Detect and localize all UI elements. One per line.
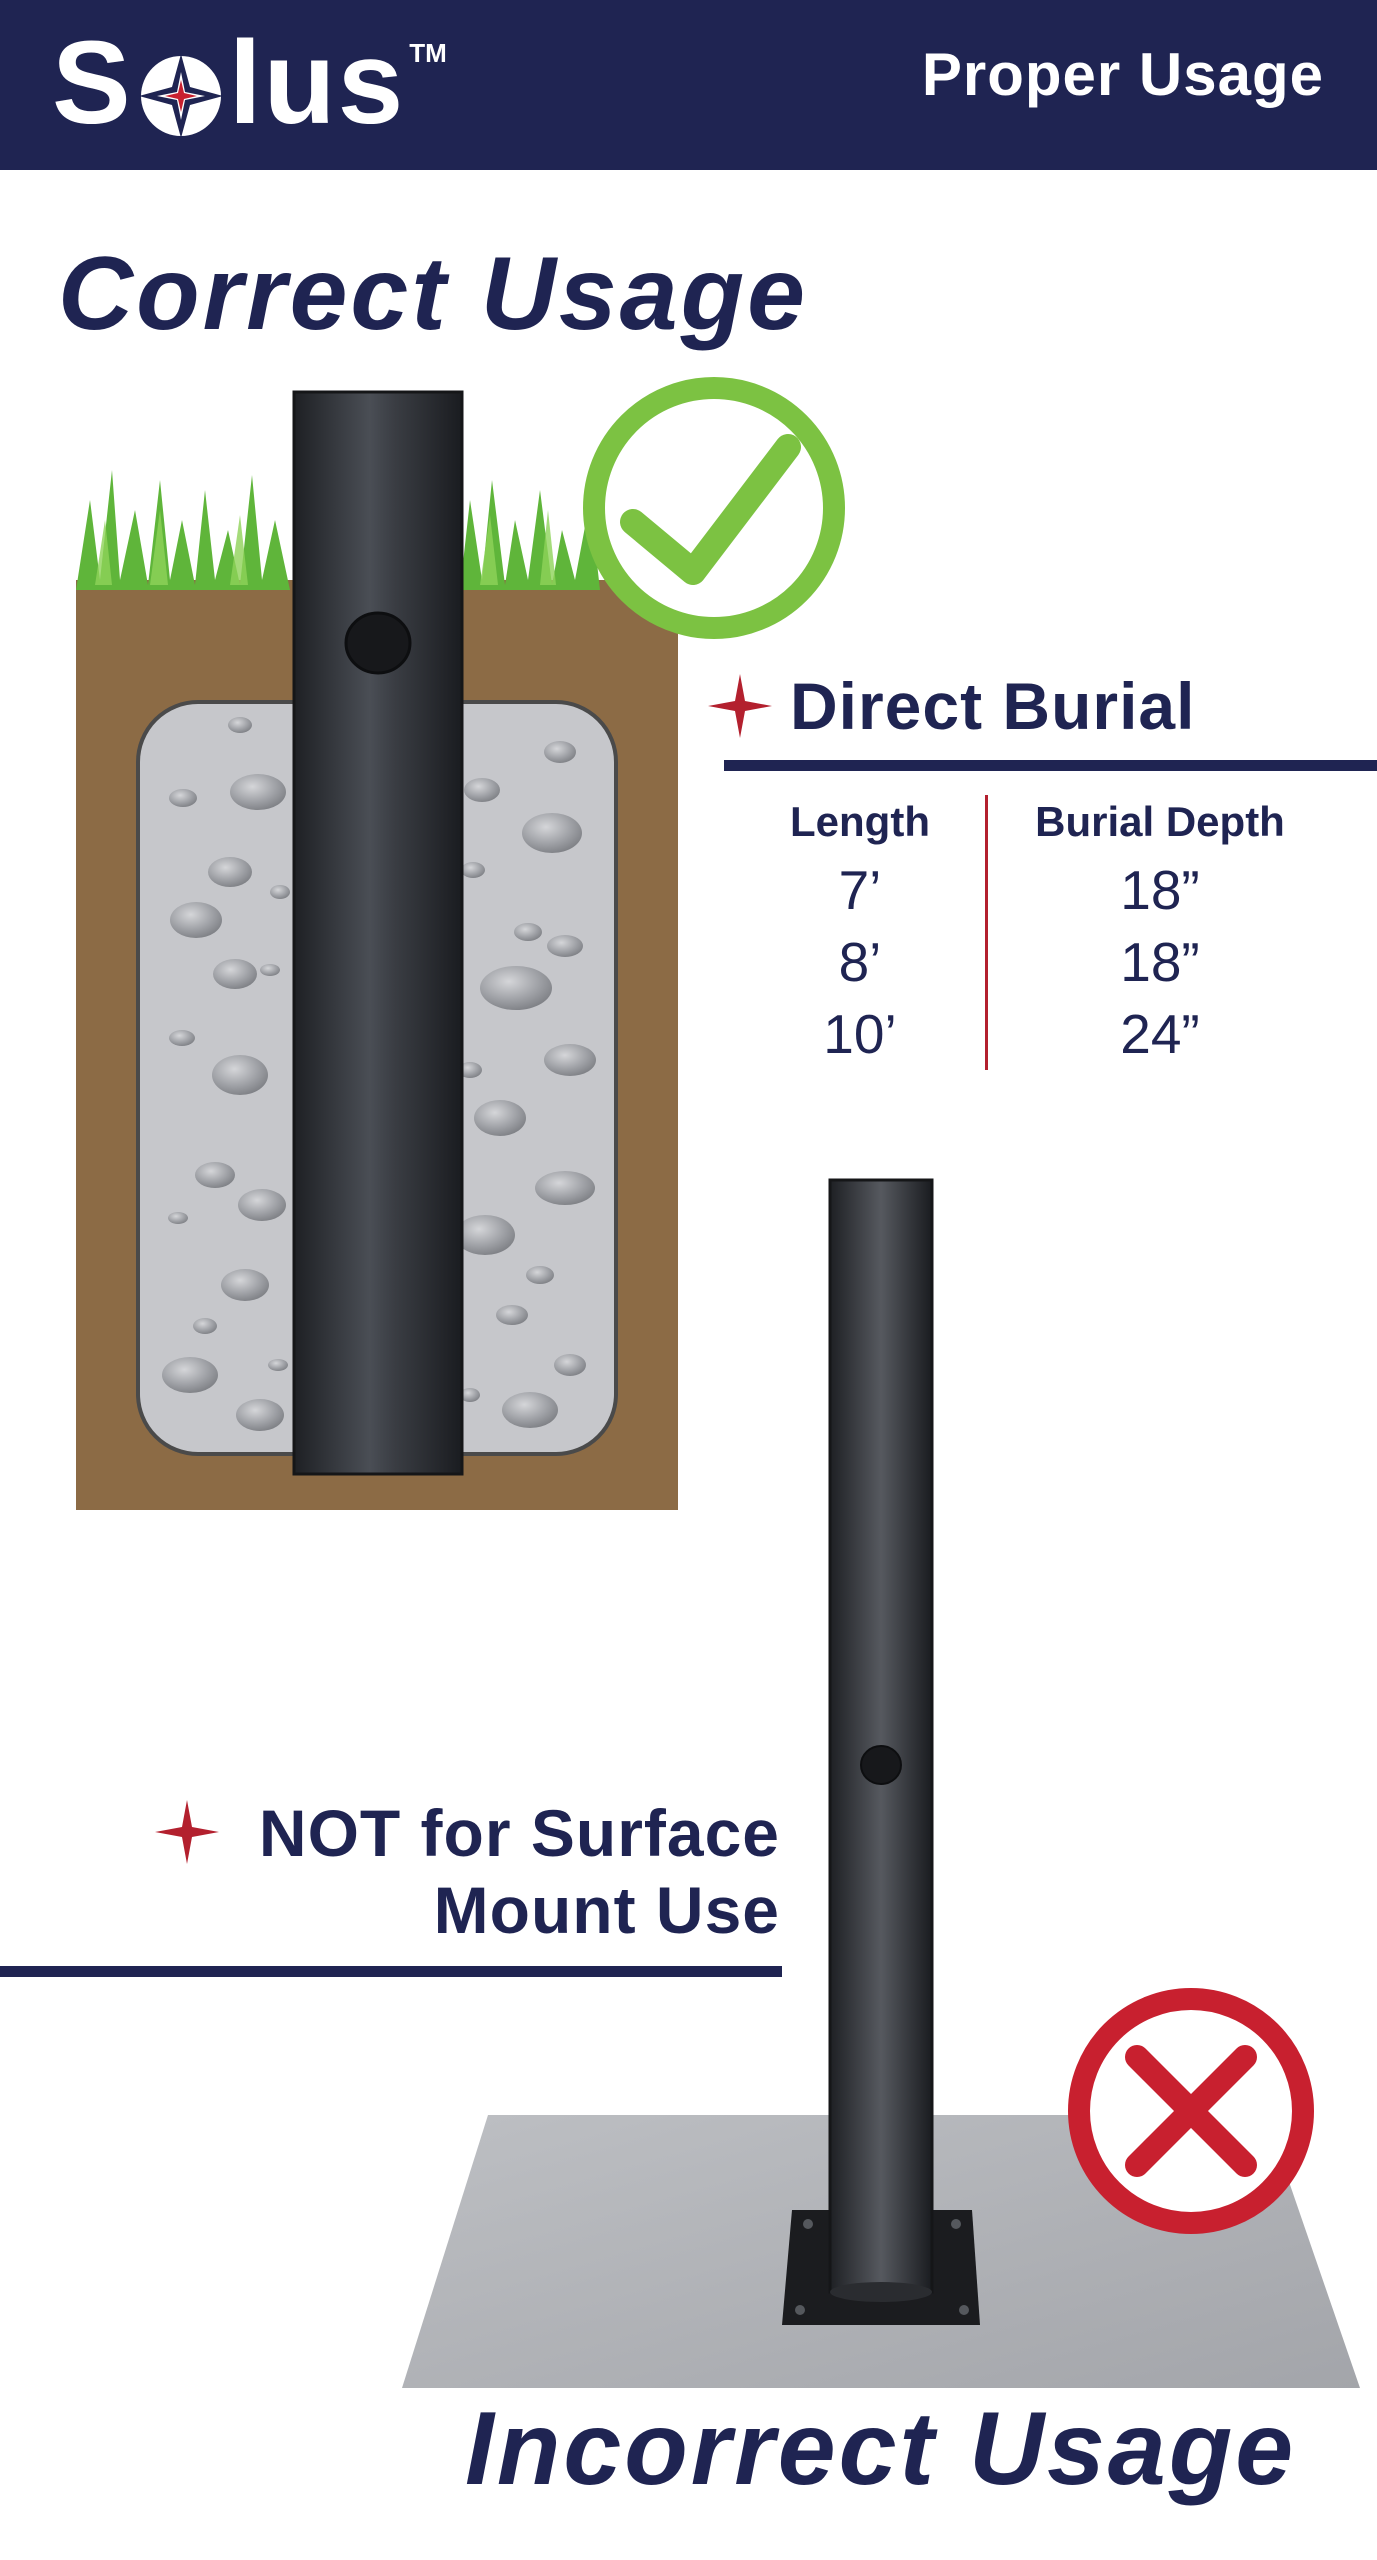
length-cell: 8’ — [838, 931, 882, 993]
header-title: Proper Usage — [921, 41, 1324, 108]
buried-pole — [292, 390, 464, 1476]
depth-cell: 18” — [1120, 931, 1200, 993]
compass-star-icon — [135, 43, 227, 138]
surface-mount-rule — [0, 1966, 782, 1977]
correct-usage-title: Correct Usage — [58, 236, 808, 352]
pole-handhole — [344, 611, 412, 675]
direct-burial-label: Direct Burial — [790, 669, 1196, 743]
table-divider — [985, 795, 988, 1070]
incorrect-usage-title: Incorrect Usage — [465, 2391, 1297, 2507]
depth-cell: 18” — [1120, 859, 1200, 921]
length-header: Length — [790, 798, 930, 845]
not-for-surface-mount-note: NOT for Surface Mount Use — [150, 1795, 780, 1949]
check-circle-icon — [583, 377, 845, 639]
length-column: Length 7’ 8’ 10’ — [755, 790, 965, 1070]
length-cell: 10’ — [823, 1003, 897, 1065]
direct-burial-heading: Direct Burial — [708, 668, 1195, 744]
note-line: Mount Use — [433, 1873, 780, 1947]
red-star-icon — [155, 1800, 219, 1864]
direct-burial-rule — [724, 760, 1377, 771]
gravel-rocks — [162, 717, 596, 1431]
direct-burial-illustration — [76, 390, 678, 1510]
burial-depth-column: Burial Depth 18” 18” 24” — [1005, 790, 1315, 1070]
surface-pole — [828, 1178, 934, 2294]
note-line: NOT for Surface — [258, 1796, 780, 1870]
depth-cell: 24” — [1120, 1003, 1200, 1065]
solus-logo: S lus TM — [52, 18, 447, 148]
pole-handhole — [860, 1745, 902, 1785]
trademark-mark: TM — [409, 38, 447, 68]
length-cell: 7’ — [838, 859, 882, 921]
brand-letter-s: S — [52, 17, 133, 149]
header-bar: S lus TM Proper Usage — [0, 0, 1377, 170]
brand-wordmark: S lus — [52, 24, 405, 142]
burial-depth-header: Burial Depth — [1035, 798, 1285, 845]
red-star-icon — [708, 674, 772, 738]
brand-letters-lus: lus — [228, 17, 406, 149]
grass-highlight — [95, 510, 556, 585]
x-circle-icon — [1068, 1988, 1314, 2234]
